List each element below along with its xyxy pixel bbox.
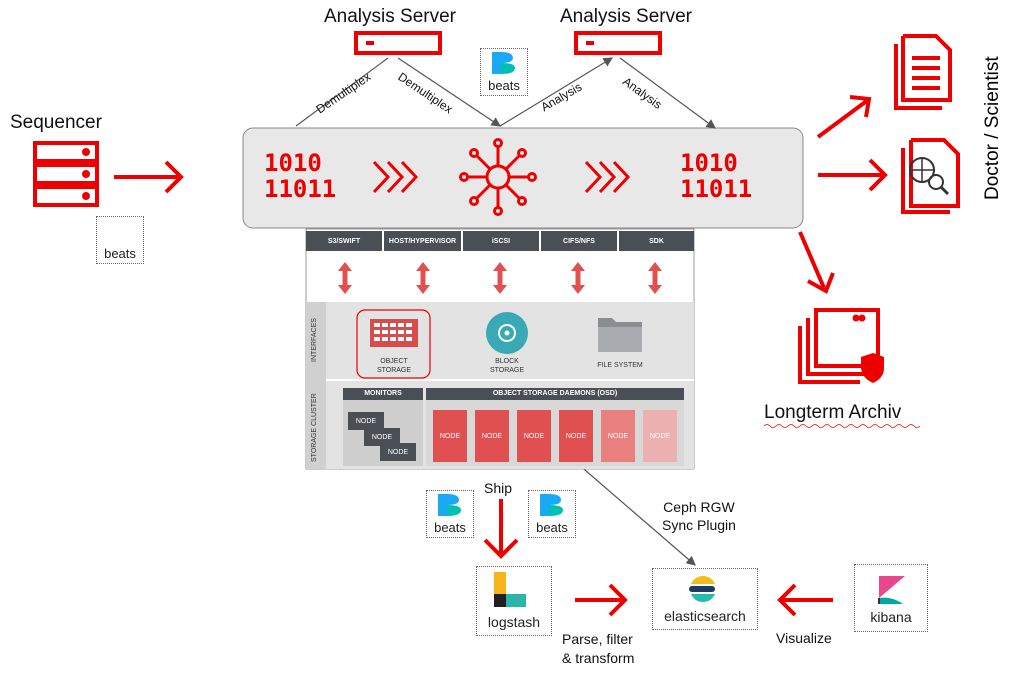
block-storage-line-1: BLOCK xyxy=(495,358,519,365)
chevrons-right-icon xyxy=(584,160,631,194)
tab-cifs-nfs: CIFS/NFS xyxy=(541,231,617,251)
object-storage-line-1: OBJECT xyxy=(380,358,408,365)
binary-bottom: 11011 xyxy=(264,175,337,203)
osd-header xyxy=(426,388,684,400)
analysis-server-label-2: Analysis Server xyxy=(560,6,692,27)
monitors-label: MONITORS xyxy=(364,390,402,397)
logstash-icon xyxy=(494,572,526,607)
document-icon xyxy=(894,34,952,110)
block-storage-line-2: STORAGE xyxy=(489,367,525,374)
interfaces-label: INTERFACES xyxy=(311,318,318,362)
analysis-server-icon-1 xyxy=(354,31,442,55)
osd-node: NODE xyxy=(475,410,509,462)
osd-node: NODE xyxy=(601,410,635,462)
elasticsearch-icon xyxy=(689,576,715,603)
beats-label: beats xyxy=(488,78,520,93)
doctor-arrows xyxy=(798,95,888,294)
beats-label: beats xyxy=(104,246,136,261)
block-storage-icon xyxy=(486,312,528,354)
parse-label: Parse, filter & transform xyxy=(562,630,634,668)
tab-host-hypervisor: HOST/HYPERVISOR xyxy=(384,231,461,251)
object-storage-label: OBJECT STORAGE xyxy=(360,357,428,375)
analysis-server-icon-2 xyxy=(574,31,662,55)
tab-iscsi: iSCSI xyxy=(463,231,539,251)
ceph-rgw-line-2: Sync Plugin xyxy=(662,517,736,533)
monitor-node: NODE xyxy=(380,443,416,461)
kibana-icon xyxy=(878,576,905,604)
kibana-label: kibana xyxy=(870,609,912,625)
analysis-server-label-1: Analysis Server xyxy=(324,6,456,27)
folder-icon xyxy=(598,318,642,352)
archive-label: Longterm Archiv xyxy=(764,402,902,423)
parse-line-1: Parse, filter xyxy=(562,631,633,647)
logstash-badge: logstash xyxy=(476,566,552,636)
ship-label: Ship xyxy=(484,480,513,496)
file-system-label: FILE SYSTEM xyxy=(597,362,643,369)
osd-node: NODE xyxy=(517,410,551,462)
visualize-label: Visualize xyxy=(776,630,832,646)
monitor-node: NODE xyxy=(364,428,400,446)
binary-bottom: 11011 xyxy=(680,175,753,203)
beats-label: beats xyxy=(536,520,568,535)
chevrons-left-icon xyxy=(372,160,419,194)
ceph-rgw-label: Ceph RGW Sync Plugin xyxy=(662,498,736,534)
tab-s3-swift: S3/SWIFT xyxy=(306,231,382,251)
binary-block-2: 1010 11011 xyxy=(680,150,752,202)
object-storage-icon xyxy=(370,319,418,347)
elasticsearch-label: elasticsearch xyxy=(664,608,746,624)
storage-cluster-label: STORAGE CLUSTER xyxy=(311,393,318,462)
binary-top: 1010 xyxy=(680,149,738,177)
web-report-icon xyxy=(901,138,960,214)
spellcheck-squiggle xyxy=(763,424,921,428)
ship-arrow xyxy=(483,499,519,559)
object-storage-line-2: STORAGE xyxy=(376,367,412,374)
network-hub-icon xyxy=(459,138,537,216)
osd-node: NODE xyxy=(643,410,677,462)
beats-badge-right: beats xyxy=(528,490,576,538)
shield-icon xyxy=(861,353,884,383)
binary-top: 1010 xyxy=(264,149,322,177)
elasticsearch-badge: elasticsearch xyxy=(652,568,758,630)
sequencer-arrow xyxy=(114,160,184,194)
visualize-arrow xyxy=(777,583,833,617)
osd-node: NODE xyxy=(559,410,593,462)
ceph-arrows xyxy=(338,262,662,294)
ceph-rgw-line-1: Ceph RGW xyxy=(663,499,735,515)
sequencer-server-icon xyxy=(33,141,99,207)
binary-block-1: 1010 11011 xyxy=(264,150,336,202)
osd-node: NODE xyxy=(433,410,467,462)
monitor-node: NODE xyxy=(348,412,384,430)
beats-badge-sequencer: beats xyxy=(96,216,144,264)
monitors-header xyxy=(343,388,423,400)
beats-label: beats xyxy=(434,520,466,535)
logstash-label: logstash xyxy=(487,614,541,630)
beats-badge-top: beats xyxy=(480,48,528,96)
block-storage-label: BLOCK STORAGE xyxy=(473,357,541,375)
tab-sdk: SDK xyxy=(619,231,694,251)
parse-line-2: & transform xyxy=(562,650,635,666)
object-storage-highlight xyxy=(356,309,431,379)
osd-label: OBJECT STORAGE DAEMONS (OSD) xyxy=(492,390,618,397)
sequencer-label: Sequencer xyxy=(10,112,102,133)
parse-arrow xyxy=(575,583,628,617)
archive-icon xyxy=(798,308,880,384)
doctor-label: Doctor / Scientist xyxy=(982,56,1003,200)
kibana-badge: kibana xyxy=(854,564,928,632)
beats-badge-left: beats xyxy=(426,490,474,538)
